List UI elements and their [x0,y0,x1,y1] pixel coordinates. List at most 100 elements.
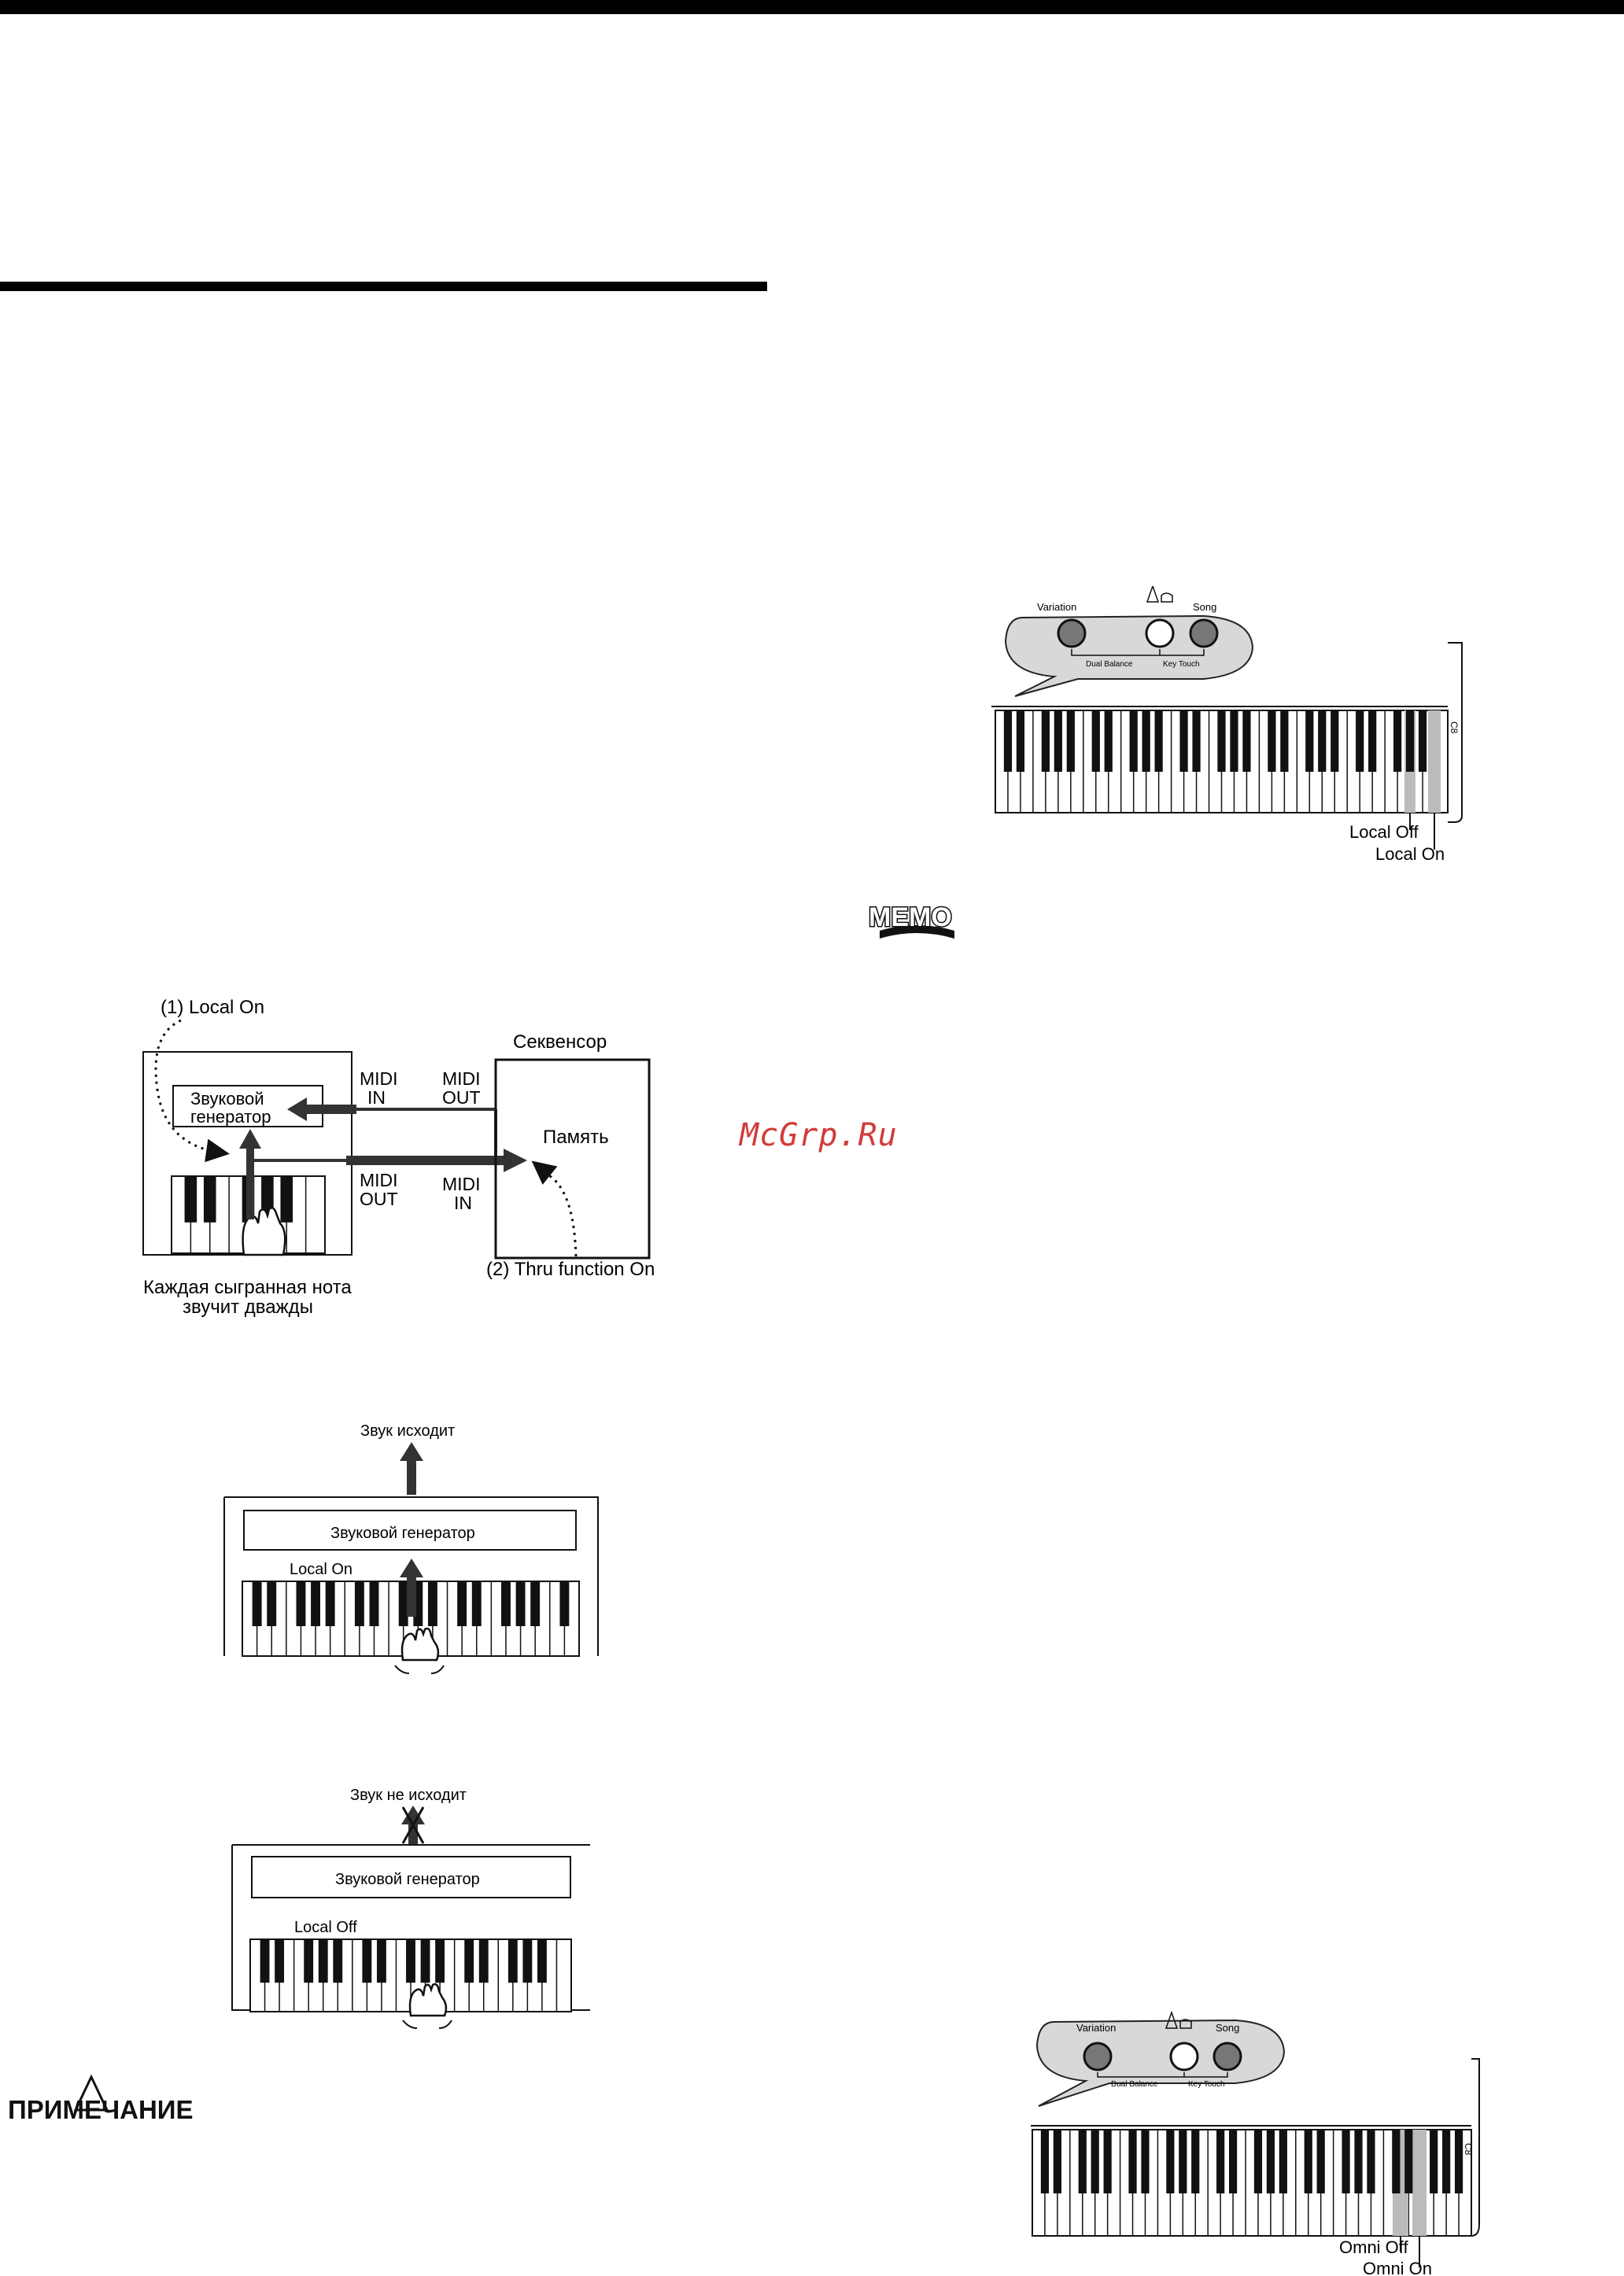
black-key[interactable] [1442,2130,1451,2193]
black-key[interactable] [398,1581,408,1626]
caption-line2: звучит дважды [183,1297,313,1318]
black-key[interactable] [522,1939,533,1983]
black-key[interactable] [1104,710,1113,772]
black-key[interactable] [435,1939,445,1983]
metronome-button[interactable] [1145,618,1175,648]
black-key[interactable] [280,1176,293,1223]
variation-button[interactable] [1057,618,1087,648]
black-key[interactable] [1091,710,1100,772]
black-key[interactable] [1217,710,1226,772]
black-key[interactable] [1405,710,1415,772]
black-key[interactable] [1128,2130,1137,2193]
black-key[interactable] [1053,2130,1061,2193]
black-key[interactable] [1393,710,1402,772]
black-key[interactable] [464,1939,474,1983]
black-key[interactable] [1242,710,1251,772]
black-key[interactable] [559,1581,570,1626]
black-key[interactable] [1368,710,1377,772]
black-key[interactable] [1078,2130,1087,2193]
black-key[interactable] [1418,710,1427,772]
black-key[interactable] [296,1581,306,1626]
black-key[interactable] [413,1581,423,1626]
black-key[interactable] [420,1939,430,1983]
black-key[interactable] [311,1581,320,1626]
black-key[interactable] [1016,710,1025,772]
black-key[interactable] [304,1939,314,1983]
black-key[interactable] [376,1939,386,1983]
black-key[interactable] [1216,2130,1225,2193]
black-key[interactable] [1454,2130,1463,2193]
black-key[interactable] [1129,710,1138,772]
black-key[interactable] [1392,2130,1401,2193]
black-key[interactable] [1166,2130,1175,2193]
black-key[interactable] [267,1581,277,1626]
black-key[interactable] [354,1581,364,1626]
black-key[interactable] [260,1939,270,1983]
black-key[interactable] [203,1176,216,1223]
local-on-key[interactable] [1428,710,1441,813]
black-key[interactable] [457,1581,467,1626]
black-key[interactable] [275,1939,285,1983]
black-key[interactable] [1054,710,1062,772]
black-key[interactable] [1331,710,1339,772]
black-key[interactable] [1179,2130,1187,2193]
black-key[interactable] [1066,710,1075,772]
black-key[interactable] [1228,2130,1238,2193]
black-key[interactable] [1154,710,1163,772]
black-key[interactable] [1103,2130,1112,2193]
black-key[interactable] [1318,710,1327,772]
black-key[interactable] [1354,2130,1363,2193]
black-key[interactable] [369,1581,379,1626]
black-key[interactable] [427,1581,437,1626]
memo-badge: MEMO [868,902,954,939]
black-key[interactable] [1304,2130,1312,2193]
black-key[interactable] [530,1581,541,1626]
sound-generator-box [243,1510,577,1551]
black-key[interactable] [1142,710,1150,772]
black-key[interactable] [325,1581,335,1626]
variation-button[interactable] [1083,2042,1113,2071]
song-label: Song [1216,2022,1239,2034]
black-key[interactable] [1430,2130,1438,2193]
black-key[interactable] [471,1581,482,1626]
black-key[interactable] [333,1939,343,1983]
black-key[interactable] [1404,2130,1413,2193]
black-key[interactable] [501,1581,511,1626]
black-key[interactable] [1041,710,1050,772]
black-key[interactable] [1192,710,1201,772]
black-key[interactable] [507,1939,518,1983]
black-key[interactable] [1003,710,1013,772]
black-key[interactable] [318,1939,328,1983]
black-key[interactable] [1356,710,1364,772]
black-key[interactable] [1305,710,1314,772]
black-key[interactable] [1266,2130,1275,2193]
no-sound-title: Звук не исходит [350,1787,467,1804]
black-key[interactable] [1280,710,1289,772]
omni-on-key[interactable] [1412,2130,1427,2236]
thru-callout: (2) Thru function On [486,1259,655,1280]
black-key[interactable] [1342,2130,1350,2193]
black-key[interactable] [1279,2130,1287,2193]
black-key[interactable] [1141,2130,1150,2193]
black-key[interactable] [515,1581,526,1626]
black-key[interactable] [1091,2130,1099,2193]
black-key[interactable] [478,1939,489,1983]
black-key[interactable] [1268,710,1276,772]
black-key[interactable] [184,1176,197,1223]
midi-in-right-2: IN [454,1193,472,1213]
black-key[interactable] [1230,710,1238,772]
black-key[interactable] [362,1939,372,1983]
black-key[interactable] [1179,710,1188,772]
black-key[interactable] [1253,2130,1263,2193]
black-key[interactable] [1191,2130,1200,2193]
black-key[interactable] [1367,2130,1375,2193]
black-key[interactable] [1040,2130,1050,2193]
black-key[interactable] [252,1581,262,1626]
midi-out-top-1: MIDI [442,1068,481,1089]
song-button[interactable] [1189,618,1219,648]
black-key[interactable] [406,1939,415,1983]
black-key[interactable] [537,1939,547,1983]
metronome-button[interactable] [1169,2042,1199,2071]
song-button[interactable] [1212,2042,1242,2071]
black-key[interactable] [1316,2130,1325,2193]
